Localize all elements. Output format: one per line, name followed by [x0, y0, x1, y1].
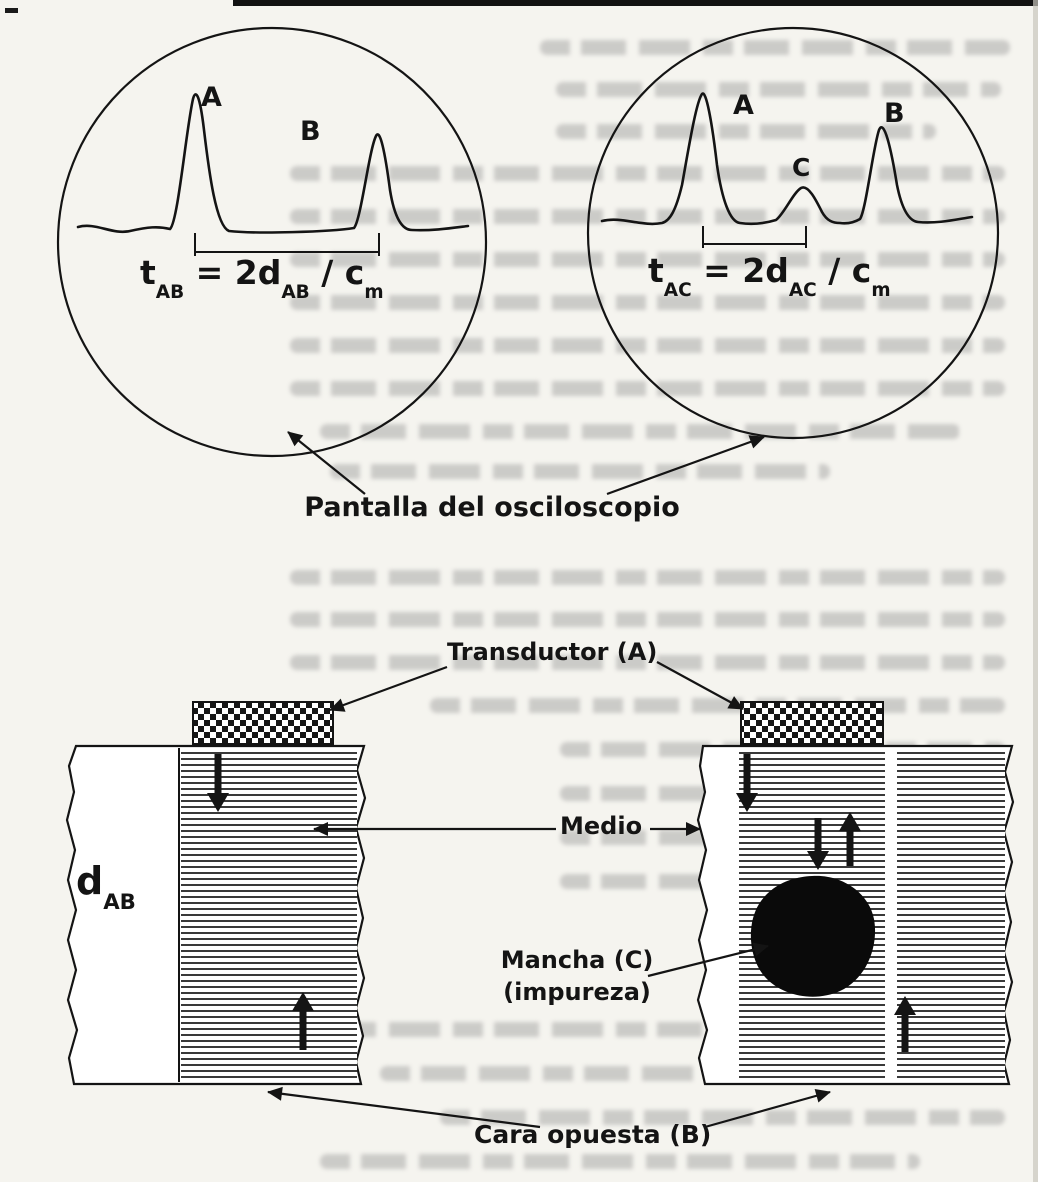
- formula-part: = 2d: [691, 251, 789, 290]
- formula-subscript: AC: [788, 279, 817, 301]
- right-wave-arrows: [736, 754, 916, 1052]
- bleedthrough-line: [290, 655, 1005, 670]
- right-echo-waveform: [600, 92, 974, 226]
- bleedthrough-line: [290, 209, 1005, 224]
- label-leader-arrows: [267, 661, 831, 1129]
- bleedthrough-line: [290, 612, 1005, 627]
- bleedthrough-line: [330, 464, 830, 479]
- thickness-symbol: d: [76, 859, 104, 903]
- back-face-label: Cara opuesta (B): [474, 1120, 712, 1149]
- left-transducer: [192, 701, 334, 745]
- impurity-label-line1: Mancha (C): [500, 946, 654, 974]
- left-wave-arrows: [207, 754, 314, 1050]
- left-screen-circle: [56, 26, 488, 458]
- right-peak-a-label: A: [733, 90, 754, 121]
- wave-up-arrow-head: [839, 812, 861, 831]
- bleedthrough-line: [556, 124, 936, 139]
- left-peak-b-label: B: [300, 116, 321, 147]
- impurity-label-line2: (impureza): [503, 978, 651, 1006]
- transducer-label: Transductor (A): [447, 638, 658, 666]
- formula-subscript: AB: [155, 281, 185, 303]
- wave-down-arrow-head: [207, 793, 229, 812]
- right-transducer: [740, 701, 884, 745]
- formula-part: / c: [309, 253, 365, 292]
- transducer-arrow-right: [656, 661, 744, 710]
- echo-time-formula-right: tAC = 2dAC / cm: [648, 251, 891, 299]
- scan-speck: [5, 8, 18, 13]
- thickness-label: dAB: [76, 859, 136, 913]
- oscilloscope-caption: Pantalla del osciloscopio: [304, 492, 680, 523]
- page-edge-shadow: [1033, 0, 1038, 1182]
- back-face-arrow-right: [704, 1089, 831, 1129]
- left-oscilloscope-screen: [56, 26, 488, 458]
- bleedthrough-line: [290, 166, 1005, 181]
- formula-part: / c: [816, 251, 872, 290]
- right-peak-c-label: C: [792, 153, 811, 182]
- wave-up-arrow-head: [894, 996, 916, 1015]
- caption-arrow-to-right-screen: [606, 435, 765, 496]
- wave-down-arrow-head: [736, 793, 758, 812]
- caption-leader-arrows: [287, 431, 765, 496]
- right-oscilloscope-screen: [586, 26, 1000, 440]
- left-echo-interval-marker: [194, 233, 380, 256]
- right-specimen-block: [696, 701, 1015, 1086]
- wave-down-arrow-head: [807, 851, 829, 870]
- bleedthrough-line: [290, 252, 1005, 267]
- bleedthrough-line: [540, 40, 1010, 55]
- transducer-arrow-left: [329, 665, 448, 712]
- bleedthrough-line: [556, 82, 1001, 97]
- bleedthrough-line: [320, 424, 960, 439]
- impurity-blob: [750, 875, 876, 997]
- formula-part: t: [140, 253, 156, 292]
- thickness-subscript: AB: [103, 890, 136, 916]
- bleedthrough-line: [290, 295, 1005, 310]
- right-screen-circle: [586, 26, 1000, 440]
- formula-part: t: [648, 251, 664, 290]
- scanner-edge-bar: [233, 0, 1038, 6]
- caption-arrow-to-left-screen: [287, 431, 366, 495]
- scan-artifacts: [5, 0, 1038, 1182]
- back-face-arrow-left: [267, 1086, 541, 1129]
- left-specimen-block: [65, 701, 367, 1086]
- bleedthrough-line: [290, 338, 1005, 353]
- medium-label: Medio: [560, 812, 643, 840]
- bleedthrough-line: [290, 381, 1005, 396]
- right-peak-b-label: B: [884, 98, 905, 129]
- bleedthrough-line: [290, 570, 1005, 585]
- formula-subscript: AB: [281, 281, 310, 303]
- bleedthrough-line: [440, 1110, 1005, 1125]
- left-echo-waveform: [76, 93, 470, 234]
- left-medium-hatching: [181, 748, 357, 1082]
- left-peak-a-label: A: [201, 82, 222, 113]
- impurity-arrow: [647, 942, 769, 978]
- formula-part: = 2d: [184, 253, 282, 292]
- wave-up-arrow-head: [292, 992, 314, 1011]
- right-echo-interval-marker: [702, 226, 807, 248]
- echo-time-formula-left: tAB = 2dAB / cm: [140, 253, 384, 301]
- formula-subscript: AC: [663, 279, 692, 301]
- bleedthrough-line: [320, 1154, 920, 1169]
- formula-subscript: m: [871, 279, 891, 301]
- right-medium-hatching-side: [897, 748, 1005, 1082]
- formula-subscript: m: [364, 281, 384, 303]
